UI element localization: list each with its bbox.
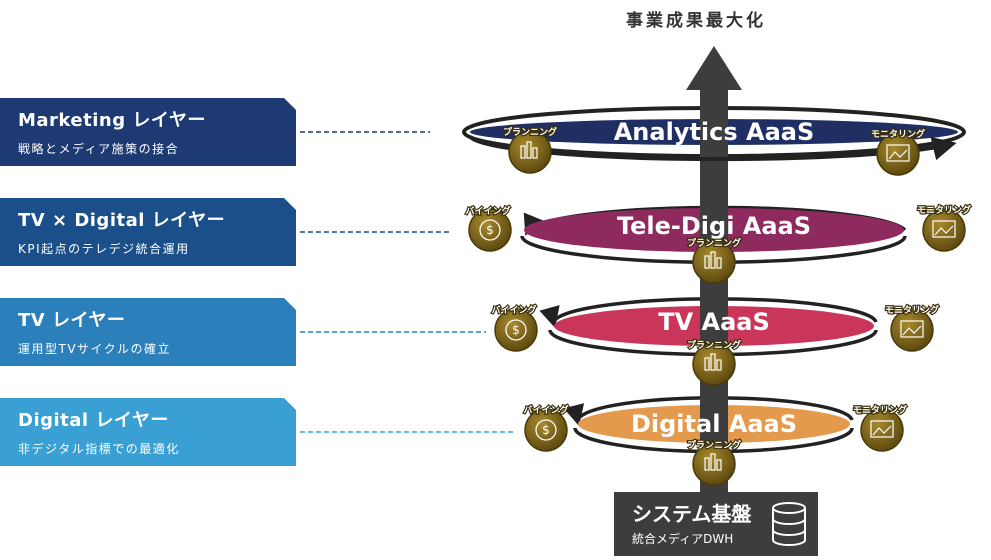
buying-coin: $ バイイング [464, 204, 512, 252]
layer-title: TV × Digital レイヤー [18, 210, 226, 231]
buying-coin: $ バイイング [522, 403, 570, 452]
coin-label-buying: バイイング [523, 404, 568, 416]
aaas-label-analytics: Analytics AaaS [614, 118, 815, 146]
monitoring-coin: モニタリング [870, 127, 926, 176]
layer-label-tv: TV レイヤー 運用型TVサイクルの確立 [0, 298, 296, 366]
goal-title: 事業成果最大化 [626, 11, 766, 31]
monitoring-coin: モニタリング [916, 203, 972, 252]
system-foundation-title: システム基盤 [632, 502, 752, 526]
coin-label-buying: バイイング [465, 205, 510, 217]
svg-text:$: $ [542, 423, 550, 437]
planning-coin: プランニング [502, 125, 558, 174]
system-foundation-subtitle: 統合メディアDWH [632, 532, 734, 546]
coin-label-monitoring: モニタリング [917, 204, 971, 216]
buying-coin: $ バイイング [490, 303, 538, 352]
planning-coin: プランニング [686, 236, 742, 284]
label-notch [284, 398, 296, 410]
aaas-label-tv: TV AaaS [658, 308, 770, 336]
layer-title: Marketing レイヤー [18, 110, 206, 131]
label-notch [284, 98, 296, 110]
layer-subtitle: KPI起点のテレデジ統合運用 [18, 242, 190, 256]
planning-coin: プランニング [686, 438, 742, 486]
monitoring-coin: モニタリング [852, 403, 908, 452]
layer-subtitle: 運用型TVサイクルの確立 [18, 342, 171, 356]
monitoring-coin: モニタリング [884, 303, 940, 352]
aaas-label-digital: Digital AaaS [631, 410, 797, 438]
coin-label-planning: プランニング [503, 126, 557, 138]
database-icon [772, 502, 806, 546]
coin-label-planning: プランニング [687, 237, 741, 249]
planning-coin: プランニング [686, 338, 742, 386]
growth-arrow-head [686, 46, 742, 90]
layer-title: TV レイヤー [18, 310, 126, 331]
system-foundation-box: システム基盤 統合メディアDWH [614, 492, 818, 556]
coin-label-planning: プランニング [687, 339, 741, 351]
coin-label-monitoring: モニタリング [871, 128, 925, 140]
layer-label-marketing: Marketing レイヤー 戦略とメディア施策の接合 [0, 98, 296, 166]
svg-text:$: $ [512, 323, 520, 337]
label-notch [284, 198, 296, 210]
layer-subtitle: 戦略とメディア施策の接合 [18, 142, 180, 156]
growth-arrow-shaft [700, 88, 728, 494]
layer-label-tv-digital: TV × Digital レイヤー KPI起点のテレデジ統合運用 [0, 198, 296, 266]
label-notch [284, 298, 296, 310]
svg-text:$: $ [486, 223, 494, 237]
coin-label-monitoring: モニタリング [853, 404, 907, 416]
coin-label-planning: プランニング [687, 439, 741, 451]
layer-subtitle: 非デジタル指標での最適化 [18, 442, 180, 456]
layer-label-digital: Digital レイヤー 非デジタル指標での最適化 [0, 398, 296, 466]
layer-title: Digital レイヤー [18, 410, 169, 431]
coin-label-buying: バイイング [491, 304, 536, 316]
coin-label-monitoring: モニタリング [885, 304, 939, 316]
aaas-label-tele-digi: Tele-Digi AaaS [617, 212, 811, 240]
